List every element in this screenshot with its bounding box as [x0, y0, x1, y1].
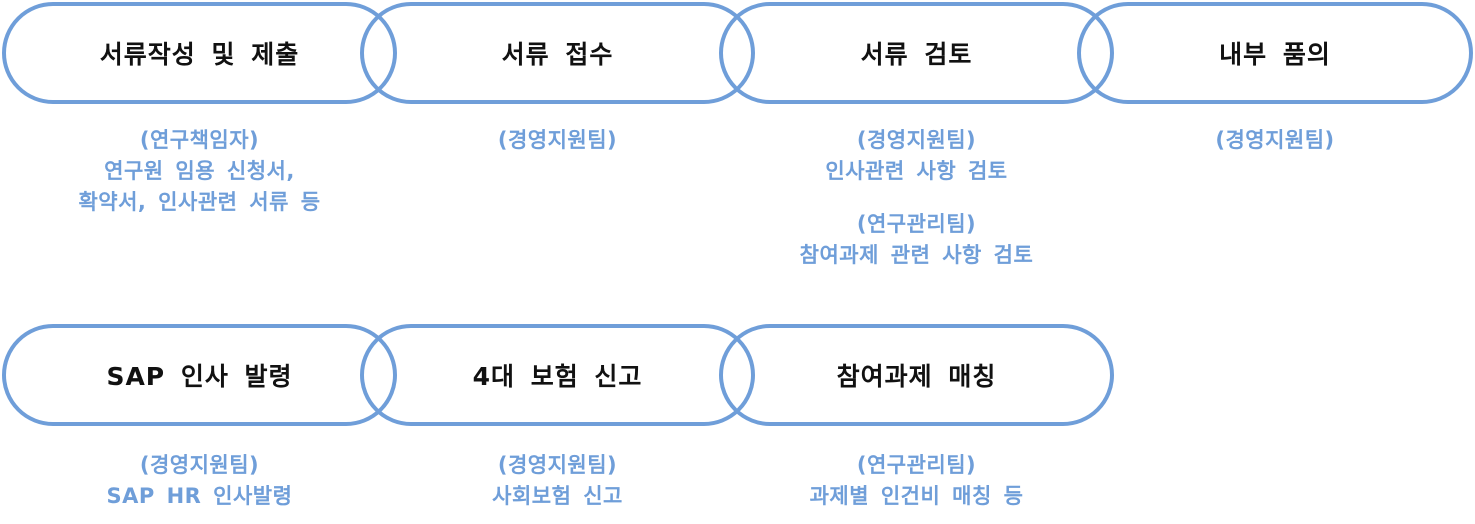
note-owner: (경영지원팀) — [1215, 128, 1335, 152]
step-project-matching-notes: (연구관리팀) 과제별 인건비 매칭 등 — [719, 450, 1114, 512]
step-insurance-report: 4대 보험 신고 — [360, 324, 755, 426]
step-document-receipt: 서류 접수 — [360, 2, 755, 104]
note-line: 인사관련 사항 검토 — [825, 159, 1008, 183]
step-label: 내부 품의 — [1219, 40, 1331, 69]
note-line: 사회보험 신고 — [492, 484, 623, 508]
step-document-submission-notes: (연구책임자) 연구원 임용 신청서, 확약서, 인사관련 서류 등 — [2, 125, 397, 218]
step-internal-approval: 내부 품의 — [1077, 2, 1473, 104]
note-owner: (경영지원팀) — [856, 128, 977, 152]
note-line: 확약서, 인사관련 서류 등 — [78, 190, 321, 214]
note-owner: (연구관리팀) — [856, 212, 977, 236]
step-sap-appointment: SAP 인사 발령 — [2, 324, 397, 426]
note-owner: (경영지원팀) — [497, 453, 618, 477]
note-line: 연구원 임용 신청서, — [104, 159, 295, 183]
step-label: SAP 인사 발령 — [106, 362, 293, 391]
step-project-matching: 참여과제 매칭 — [719, 324, 1114, 426]
note-line: SAP HR 인사발령 — [106, 484, 293, 508]
step-insurance-report-notes: (경영지원팀) 사회보험 신고 — [360, 450, 755, 512]
step-document-review-notes: (경영지원팀) 인사관련 사항 검토 (연구관리팀) 참여과제 관련 사항 검토 — [719, 125, 1114, 271]
step-document-submission: 서류작성 및 제출 — [2, 2, 397, 104]
step-document-receipt-notes: (경영지원팀) — [360, 125, 755, 156]
step-label: 참여과제 매칭 — [836, 362, 997, 391]
step-document-review: 서류 검토 — [719, 2, 1114, 104]
note-line: 과제별 인건비 매칭 등 — [809, 484, 1024, 508]
step-label: 서류 검토 — [860, 40, 973, 69]
step-sap-appointment-notes: (경영지원팀) SAP HR 인사발령 — [2, 450, 397, 512]
step-internal-approval-notes: (경영지원팀) — [1077, 125, 1473, 156]
note-line: 참여과제 관련 사항 검토 — [799, 243, 1034, 267]
step-label: 서류 접수 — [501, 40, 614, 69]
note-owner: (경영지원팀) — [497, 128, 618, 152]
note-owner: (연구책임자) — [139, 128, 260, 152]
step-label: 서류작성 및 제출 — [99, 40, 300, 69]
step-label: 4대 보험 신고 — [472, 362, 643, 391]
note-owner: (연구관리팀) — [856, 453, 977, 477]
note-owner: (경영지원팀) — [139, 453, 260, 477]
